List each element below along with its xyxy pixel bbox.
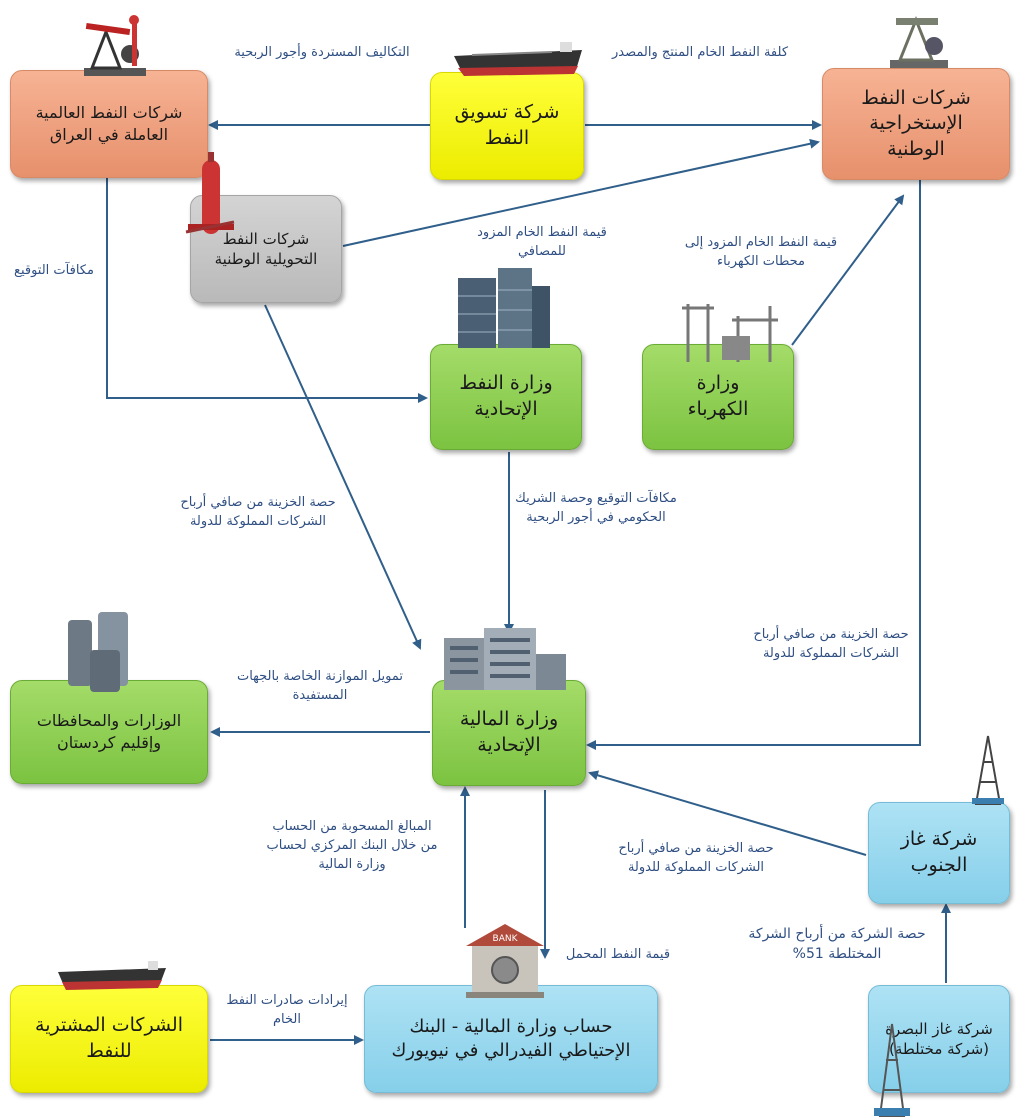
box-intl-oil-companies: شركات النفط العالمية العاملة في العراق — [10, 70, 208, 178]
bank-icon: BANK — [466, 924, 544, 998]
box-national-transformation-text: شركات النفط التحويلية الوطنية — [214, 229, 318, 268]
box-fed-reserve-account: حساب وزارة المالية - البنك الإحتياطي الف… — [364, 985, 658, 1093]
label-crude-to-power: قيمة النفط الخام المزود إلى محطات الكهرب… — [684, 235, 838, 269]
label-treasury-share-right: حصة الخزينة من صافي أرباح الشركات المملو… — [753, 627, 909, 661]
svg-text:BANK: BANK — [493, 934, 519, 944]
label-signing-and-partner: مكافآت التوقيع وحصة الشريك الحكومي في أج… — [515, 491, 677, 525]
label-mixed-company-share: حصة الشركة من أرباح الشركة المختلطة 51% — [748, 926, 926, 963]
label-recovered-costs: التكاليف المستردة وأجور الربحية — [234, 45, 410, 60]
box-ministries-provinces-text: الوزارات والمحافظات وإقليم كردستان — [36, 711, 182, 752]
label-loaded-oil-value: قيمة النفط المحمل — [565, 947, 671, 962]
storage-tanks-icon — [68, 612, 128, 692]
label-treasury-share-gas: حصة الخزينة من صافي أرباح الشركات المملو… — [618, 841, 774, 875]
arrow-intl-to-oil-ministry — [106, 178, 428, 403]
box-fed-reserve-account-text: حساب وزارة المالية - البنك الإحتياطي الف… — [391, 1015, 631, 1061]
drilling-rig-icon — [972, 735, 1004, 805]
label-treasury-share-left: حصة الخزينة من صافي أرباح الشركات المملو… — [180, 495, 336, 529]
tanker-ship-icon — [454, 42, 582, 76]
gas-cylinder-icon — [185, 152, 235, 234]
box-national-extraction: شركات النفط الإستخراجية الوطنية — [822, 68, 1010, 180]
box-somo: شركة تسويق النفط — [430, 72, 584, 180]
arrow-transformation-to-finance — [264, 304, 422, 650]
skyscraper-icon — [458, 268, 550, 348]
box-basra-gas-text: شركة غاز البصرة (شركة مختلطة) — [885, 1019, 993, 1058]
box-intl-oil-companies-text: شركات النفط العالمية العاملة في العراق — [35, 103, 183, 144]
box-ministry-electricity-text: وزارة الكهرباء — [687, 372, 749, 420]
arrow-gas-to-finance — [588, 770, 867, 856]
oil-derrick-icon — [890, 15, 948, 68]
power-station-icon — [682, 304, 778, 362]
label-export-revenues: إيرادات صادرات النفط الخام — [226, 993, 348, 1027]
arrow-extraction-to-finance — [586, 180, 921, 750]
box-ministry-finance: وزارة المالية الإتحادية — [432, 680, 586, 786]
box-buying-companies-text: الشركات المشترية للنفط — [35, 1014, 183, 1062]
tanker-ship-icon — [58, 961, 166, 990]
box-basra-gas: شركة غاز البصرة (شركة مختلطة) — [868, 985, 1010, 1093]
box-ministry-oil-text: وزارة النفط الإتحادية — [459, 372, 553, 420]
arrow-transformation-to-extraction — [342, 138, 820, 247]
label-crude-cost: كلفة النفط الخام المنتج والمصدر — [611, 45, 789, 60]
box-south-gas-text: شركة غاز الجنوب — [900, 828, 978, 876]
drilling-rig-icon — [874, 1023, 910, 1117]
label-budget-funding: تمويل الموازنة الخاصة بالجهات المستفيدة — [236, 669, 404, 703]
box-ministry-finance-text: وزارة المالية الإتحادية — [459, 708, 559, 756]
label-withdrawn-amounts: المبالغ المسحوبة من الحساب من خلال البنك… — [266, 819, 438, 872]
box-national-extraction-text: شركات النفط الإستخراجية الوطنية — [861, 86, 971, 160]
box-buying-companies: الشركات المشترية للنفط — [10, 985, 208, 1093]
label-crude-to-refineries: قيمة النفط الخام المزود للمصافي — [477, 225, 607, 259]
oil-pump-icon — [84, 15, 146, 76]
box-ministry-oil: وزارة النفط الإتحادية — [430, 344, 582, 450]
box-ministries-provinces: الوزارات والمحافظات وإقليم كردستان — [10, 680, 208, 784]
box-south-gas: شركة غاز الجنوب — [868, 802, 1010, 904]
label-signing-bonus: مكافآت التوقيع — [14, 263, 94, 278]
box-national-transformation: شركات النفط التحويلية الوطنية — [190, 195, 342, 303]
arrow-electricity-to-extraction — [791, 194, 905, 346]
box-somo-text: شركة تسويق النفط — [454, 101, 560, 149]
office-building-icon — [444, 628, 566, 690]
